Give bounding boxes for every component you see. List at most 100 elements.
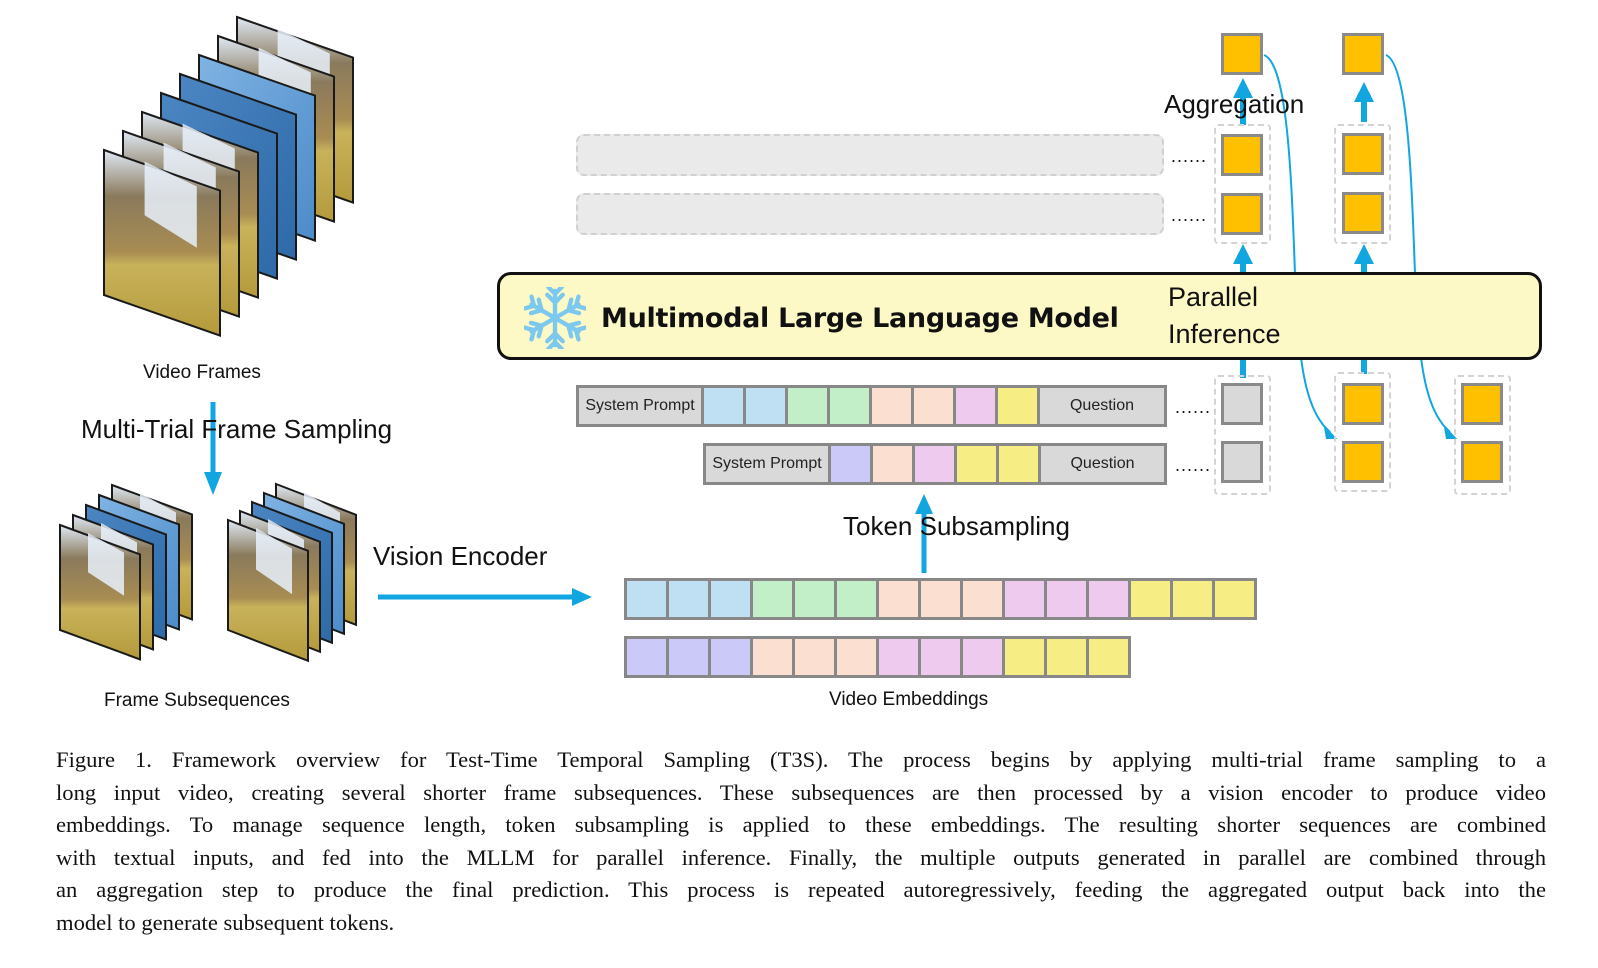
feedback-curve-2 xyxy=(1385,54,1458,440)
video-embeddings-label: Video Embeddings xyxy=(829,689,989,710)
question-block: Question xyxy=(1041,446,1164,482)
multi-trial-sampling-label: Multi-Trial Frame Sampling xyxy=(81,414,393,444)
fed-back-token xyxy=(1342,441,1384,483)
output-token xyxy=(1221,193,1263,235)
parallel-label-line2: Inference xyxy=(1168,319,1281,349)
frame-subsequence-2 xyxy=(227,482,357,663)
figure-caption: Figure 1. Framework overview for Test-Ti… xyxy=(56,744,1546,939)
caption-line: model to generate subsequent tokens. xyxy=(56,909,395,935)
video-token-green xyxy=(795,581,834,617)
ellipsis-seq-1: ...... xyxy=(1175,397,1212,417)
fed-back-token xyxy=(1342,383,1384,425)
video-token-yellow xyxy=(999,446,1038,482)
video-token-yellow xyxy=(1131,581,1170,617)
frame-sky xyxy=(88,533,124,596)
aggregation-arrow-2 xyxy=(1354,82,1374,122)
video-token-group xyxy=(831,446,1038,482)
output-token xyxy=(1342,192,1384,234)
diagram-canvas xyxy=(59,15,1458,663)
output-group-step2 xyxy=(1334,124,1391,244)
input-sequence-1: System Prompt Question xyxy=(576,385,1167,427)
framework-diagram: Video Frames Multi-Trial Frame Sampling … xyxy=(59,15,1542,711)
ellipsis-seq-2: ...... xyxy=(1175,455,1212,475)
video-token-yellow xyxy=(1215,581,1254,617)
system-prompt-block: System Prompt xyxy=(579,388,701,424)
placeholder-token xyxy=(1221,441,1263,483)
video-token-peach xyxy=(795,639,834,675)
caption-line: Figure 1. Framework overview for Test-Ti… xyxy=(56,747,1546,772)
input-group-step2 xyxy=(1334,372,1391,492)
video-token-peach xyxy=(921,581,960,617)
aggregation-label: Aggregation xyxy=(1164,89,1305,119)
caption-line: long input video, creating several short… xyxy=(56,779,1546,805)
video-token-peach xyxy=(963,581,1002,617)
ghost-sequence-2 xyxy=(576,193,1164,235)
ellipsis-ghost-1: ...... xyxy=(1171,146,1208,166)
token-subsampling-label: Token Subsampling xyxy=(843,511,1070,541)
video-token-purple xyxy=(627,639,666,675)
video-token-purple xyxy=(669,639,708,675)
aggregated-token-2 xyxy=(1342,33,1384,75)
video-token-blue xyxy=(704,388,743,424)
snowflake-icon xyxy=(524,287,586,349)
video-token-peach xyxy=(914,388,953,424)
video-frames-stack xyxy=(103,15,354,338)
mllm-block: Multimodal Large Language Model Parallel… xyxy=(497,272,1542,360)
video-token-green xyxy=(830,388,869,424)
output-token xyxy=(1342,133,1384,175)
video-token-yellow xyxy=(998,388,1037,424)
ellipsis-ghost-2: ...... xyxy=(1171,205,1208,225)
video-token-green xyxy=(788,388,827,424)
video-token-peach xyxy=(753,639,792,675)
video-token-purple xyxy=(711,639,750,675)
frame-subsequences-label: Frame Subsequences xyxy=(104,690,290,711)
parallel-label-line1: Parallel xyxy=(1168,282,1259,312)
frame-subsequence-1 xyxy=(59,483,193,661)
mllm-title: Multimodal Large Language Model xyxy=(601,303,1119,334)
video-token-pink xyxy=(1005,581,1044,617)
video-token-peach xyxy=(873,446,912,482)
video-token-pink xyxy=(1089,581,1128,617)
vision-encoder-arrow xyxy=(378,588,592,606)
video-token-green xyxy=(837,581,876,617)
video-embedding-row-1 xyxy=(624,578,1257,620)
video-token-yellow xyxy=(957,446,996,482)
video-token-peach xyxy=(879,581,918,617)
aggregation-arrow-1 xyxy=(1233,78,1253,125)
output-group-step1 xyxy=(1214,124,1271,244)
system-prompt-block: System Prompt xyxy=(706,446,828,482)
video-token-purple xyxy=(831,446,870,482)
question-block: Question xyxy=(1040,388,1164,424)
placeholder-token xyxy=(1221,383,1263,425)
input-group-step1 xyxy=(1214,375,1271,495)
video-token-peach xyxy=(837,639,876,675)
video-token-pink xyxy=(963,639,1002,675)
caption-line: with textual inputs, and fed into the ML… xyxy=(56,844,1546,870)
fed-back-token xyxy=(1461,441,1503,483)
token-subsampling-arrow xyxy=(915,494,933,573)
vision-encoder-label: Vision Encoder xyxy=(373,541,548,571)
video-token-pink xyxy=(879,639,918,675)
video-token-blue xyxy=(669,581,708,617)
video-token-yellow xyxy=(1089,639,1128,675)
video-token-yellow xyxy=(1047,639,1086,675)
video-token-yellow xyxy=(1173,581,1212,617)
frame-sky xyxy=(144,161,197,248)
video-frames-label: Video Frames xyxy=(143,362,261,383)
fed-back-token xyxy=(1461,383,1503,425)
caption-line: an aggregation step to produce the final… xyxy=(56,877,1546,902)
multi-trial-arrow xyxy=(204,402,222,495)
video-token-blue xyxy=(746,388,785,424)
video-token-green xyxy=(753,581,792,617)
caption-line: embeddings. To manage sequence length, t… xyxy=(56,812,1546,837)
frame-sky xyxy=(256,528,292,595)
input-group-step3 xyxy=(1454,375,1511,495)
video-token-pink xyxy=(921,639,960,675)
video-token-peach xyxy=(872,388,911,424)
video-token-blue xyxy=(711,581,750,617)
video-token-yellow xyxy=(1005,639,1044,675)
aggregated-token-1 xyxy=(1221,33,1263,75)
ghost-sequence-1 xyxy=(576,134,1164,176)
video-token-pink xyxy=(915,446,954,482)
video-token-group xyxy=(704,388,1037,424)
